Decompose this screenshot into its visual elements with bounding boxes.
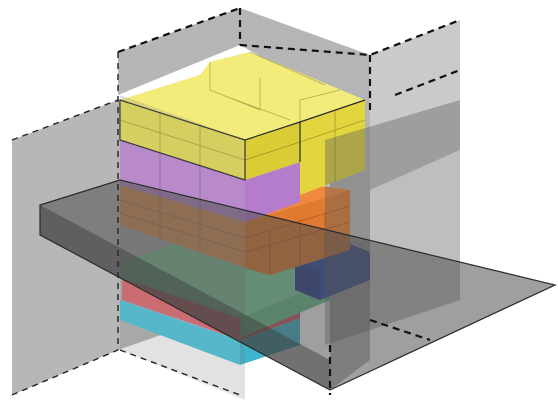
horizontal-cutting-plane: [39, 179, 557, 391]
dashed-section-edges: [11, 6, 461, 396]
yellow-block: [119, 51, 366, 195]
